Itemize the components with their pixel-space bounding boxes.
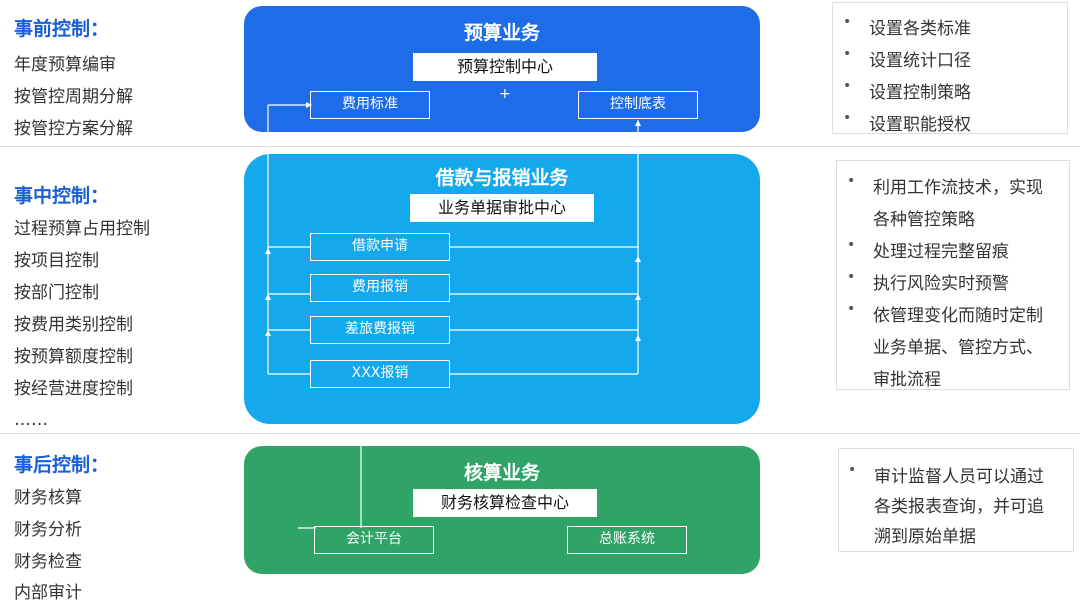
node-expense-reimbursement: 费用报销 bbox=[310, 274, 450, 302]
left-during-item: 按费用类别控制 bbox=[14, 315, 133, 335]
right-post-text: 审计监督人员可以通过 bbox=[874, 467, 1044, 487]
right-pre-text: 设置职能授权 bbox=[869, 115, 971, 135]
bullet-dot-icon: • bbox=[843, 78, 852, 94]
node-control-table: 控制底表 bbox=[578, 91, 698, 119]
bullet-dot-icon: • bbox=[843, 110, 852, 126]
left-pre-title: 事前控制： bbox=[14, 18, 110, 40]
left-post-item: 财务分析 bbox=[14, 520, 82, 540]
right-during-text: 各种管控策略 bbox=[873, 210, 975, 230]
bullet-dot-icon: • bbox=[847, 269, 856, 285]
bullet-dot-icon: • bbox=[843, 46, 852, 62]
right-post-text: 各类报表查询，并可追 bbox=[874, 497, 1044, 517]
left-during-item: 按经营进度控制 bbox=[14, 379, 133, 399]
left-during-item: 按部门控制 bbox=[14, 283, 99, 303]
plus-sign: + bbox=[499, 86, 511, 102]
left-post-item: 财务检查 bbox=[14, 552, 82, 572]
accounting-check-center: 财务核算检查中心 bbox=[413, 489, 597, 517]
right-panel-post bbox=[838, 448, 1074, 552]
left-during-item: …… bbox=[14, 410, 48, 430]
right-during-text: 执行风险实时预警 bbox=[873, 274, 1009, 294]
bullet-dot-icon: • bbox=[847, 237, 856, 253]
right-during-text: 依管理变化而随时定制 bbox=[873, 306, 1043, 326]
left-pre-item: 按管控周期分解 bbox=[14, 87, 133, 107]
bullet-dot-icon: • bbox=[847, 301, 856, 317]
left-during-item: 按预算额度控制 bbox=[14, 347, 133, 367]
node-travel-reimbursement: 差旅费报销 bbox=[310, 316, 450, 344]
right-post-text: 溯到原始单据 bbox=[874, 527, 976, 547]
section-divider-bottom bbox=[0, 433, 1080, 434]
approval-center: 业务单据审批中心 bbox=[410, 194, 594, 222]
node-general-ledger: 总账系统 bbox=[567, 526, 687, 554]
section-divider-top bbox=[0, 146, 1080, 147]
node-expense-standard: 费用标准 bbox=[310, 91, 430, 119]
left-post-title: 事后控制： bbox=[14, 454, 110, 476]
right-during-text: 处理过程完整留痕 bbox=[873, 242, 1009, 262]
right-panel-pre bbox=[832, 2, 1068, 134]
bullet-dot-icon: • bbox=[847, 173, 856, 189]
right-panel-during bbox=[836, 160, 1070, 390]
left-post-item: 内部审计 bbox=[14, 583, 82, 603]
loan-band-title: 借款与报销业务 bbox=[435, 167, 569, 189]
bullet-dot-icon: • bbox=[848, 462, 857, 478]
left-pre-item: 按管控方案分解 bbox=[14, 119, 133, 139]
node-xxx-reimbursement: XXX报销 bbox=[310, 360, 450, 388]
budget-control-center: 预算控制中心 bbox=[413, 53, 597, 81]
right-during-text: 审批流程 bbox=[873, 370, 941, 390]
left-pre-item: 年度预算编审 bbox=[14, 55, 116, 75]
right-pre-text: 设置统计口径 bbox=[869, 51, 971, 71]
right-during-text: 利用工作流技术，实现 bbox=[873, 178, 1043, 198]
left-during-item: 过程预算占用控制 bbox=[14, 219, 150, 239]
left-during-item: 按项目控制 bbox=[14, 251, 99, 271]
left-post-item: 财务核算 bbox=[14, 488, 82, 508]
right-pre-text: 设置各类标准 bbox=[869, 19, 971, 39]
node-loan-application: 借款申请 bbox=[310, 233, 450, 261]
bullet-dot-icon: • bbox=[843, 14, 852, 30]
accounting-band-title: 核算业务 bbox=[463, 462, 540, 484]
budget-band-title: 预算业务 bbox=[463, 22, 540, 44]
right-pre-text: 设置控制策略 bbox=[869, 83, 971, 103]
left-during-title: 事中控制： bbox=[14, 185, 110, 207]
right-during-text: 业务单据、管控方式、 bbox=[873, 338, 1043, 358]
node-accounting-platform: 会计平台 bbox=[314, 526, 434, 554]
